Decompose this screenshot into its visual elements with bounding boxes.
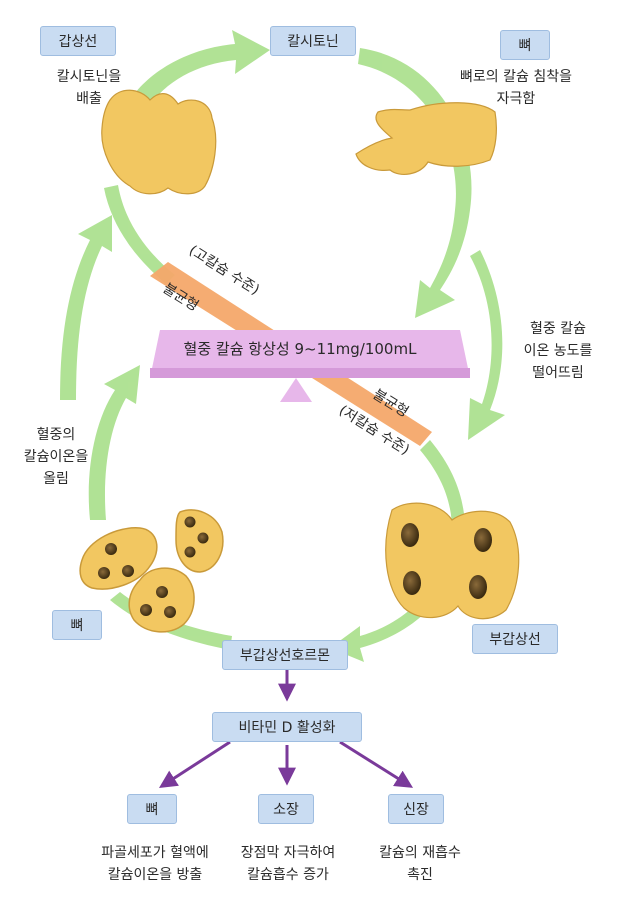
- raise-action-label: 혈중의 칼슘이온을 올림: [23, 427, 89, 487]
- intestine-effect-label: 장점막 자극하여 칼슘흡수 증가: [240, 845, 336, 883]
- vertebra-bone: [355, 102, 497, 176]
- bone-left-node: 뼈: [52, 610, 102, 640]
- osteoclast-cells: [79, 509, 224, 633]
- kidney-effect-label: 칼슘의 재흡수 촉진: [379, 845, 461, 883]
- bone-effect-label: 파골세포가 혈액에 칼슘이온을 방출: [101, 845, 209, 883]
- parathyroid-tissue: [385, 502, 520, 620]
- arrow-parathyroid-to-pth: [330, 574, 450, 662]
- intestine-node: 소장: [258, 794, 314, 824]
- arrow-raise-up: [60, 215, 112, 400]
- arrow-vitd-to-bone: [158, 740, 231, 788]
- thyroid-action-label: 칼시토닌을 배출: [56, 69, 122, 107]
- pth-node: 부갑상선호르몬: [222, 640, 348, 670]
- purple-arrows: [158, 668, 414, 788]
- arrow-vitd-to-kidney: [339, 740, 414, 788]
- bone-bottom-node: 뼈: [127, 794, 177, 824]
- balance-scale: [150, 262, 470, 446]
- fulcrum: [280, 378, 312, 402]
- arrow-lowering: [468, 250, 505, 440]
- parathyroid-node: 부갑상선: [472, 624, 558, 654]
- thyroid-tissue: [101, 89, 217, 195]
- balance-beam: [150, 330, 470, 378]
- lower-action-label: 혈중 칼슘 이온 농도를 떨어뜨림: [523, 321, 593, 381]
- bone-top-node: 뼈: [500, 30, 550, 60]
- vitamin-d-node: 비타민 D 활성화: [212, 712, 362, 742]
- kidney-node: 신장: [388, 794, 444, 824]
- arrow-thyroid-to-calcitonin: [130, 30, 270, 108]
- calcitonin-node: 칼시토닌: [270, 26, 356, 56]
- bone-action-label: 뼈로의 칼슘 침착을 자극함: [460, 69, 572, 107]
- thyroid-node: 갑상선: [40, 26, 116, 56]
- arrow-balance-to-parathyroid: [420, 440, 465, 530]
- balance-center-label: 혈중 칼슘 항상성 9~11mg/100mL: [183, 340, 417, 358]
- arrow-thyroid-to-balance: [104, 185, 175, 284]
- arrow-bone-to-balance: [88, 365, 140, 520]
